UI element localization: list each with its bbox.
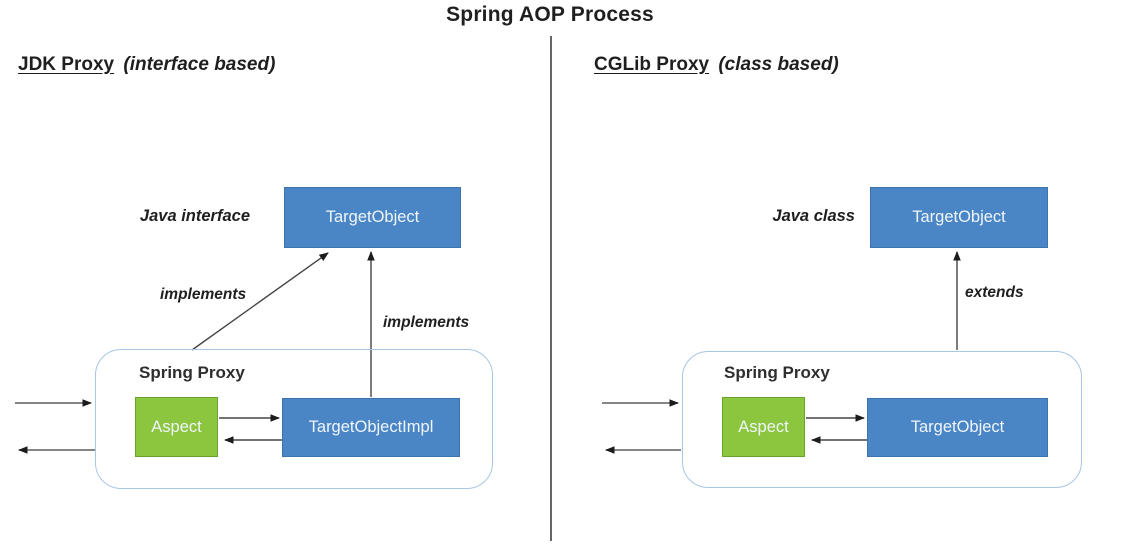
left-spring-proxy-container bbox=[95, 349, 493, 489]
left-aspect-box-label: Aspect bbox=[151, 417, 202, 436]
jdk-proxy-heading: JDK Proxy (interface based) bbox=[18, 54, 275, 76]
left-target-object-box: TargetObject bbox=[284, 187, 461, 248]
cglib-proxy-heading-term: CGLib Proxy bbox=[594, 54, 710, 75]
right-spring-proxy-label: Spring Proxy bbox=[724, 363, 830, 382]
jdk-proxy-heading-qualifier: (interface based) bbox=[123, 54, 276, 75]
right-target-object-inner-box-label: TargetObject bbox=[910, 418, 1005, 436]
java-class-label: Java class bbox=[772, 207, 855, 225]
right-aspect-box: Aspect bbox=[722, 397, 805, 457]
left-implements-vertical-label: implements bbox=[383, 314, 470, 331]
cglib-proxy-heading: CGLib Proxy (class based) bbox=[594, 54, 839, 76]
left-target-object-impl-box-label: TargetObjectImpl bbox=[308, 418, 434, 436]
right-target-object-inner-box: TargetObject bbox=[867, 398, 1048, 457]
page-title: Spring AOP Process bbox=[446, 3, 654, 26]
left-target-object-impl-box: TargetObjectImpl bbox=[282, 398, 460, 457]
java-interface-label: Java interface bbox=[139, 207, 250, 225]
left-spring-proxy-label: Spring Proxy bbox=[139, 363, 245, 382]
right-aspect-box-label: Aspect bbox=[738, 417, 789, 436]
left-target-object-box-label: TargetObject bbox=[325, 208, 420, 226]
jdk-proxy-heading-term: JDK Proxy bbox=[18, 54, 115, 75]
left-aspect-box: Aspect bbox=[135, 397, 218, 457]
cglib-proxy-heading-qualifier: (class based) bbox=[718, 54, 839, 75]
right-target-object-top-box-label: TargetObject bbox=[912, 208, 1006, 226]
left-implements-diagonal-label: implements bbox=[160, 286, 247, 303]
right-spring-proxy-container bbox=[682, 351, 1082, 488]
right-target-object-top-box: TargetObject bbox=[870, 187, 1048, 248]
right-extends-label: extends bbox=[965, 284, 1024, 301]
